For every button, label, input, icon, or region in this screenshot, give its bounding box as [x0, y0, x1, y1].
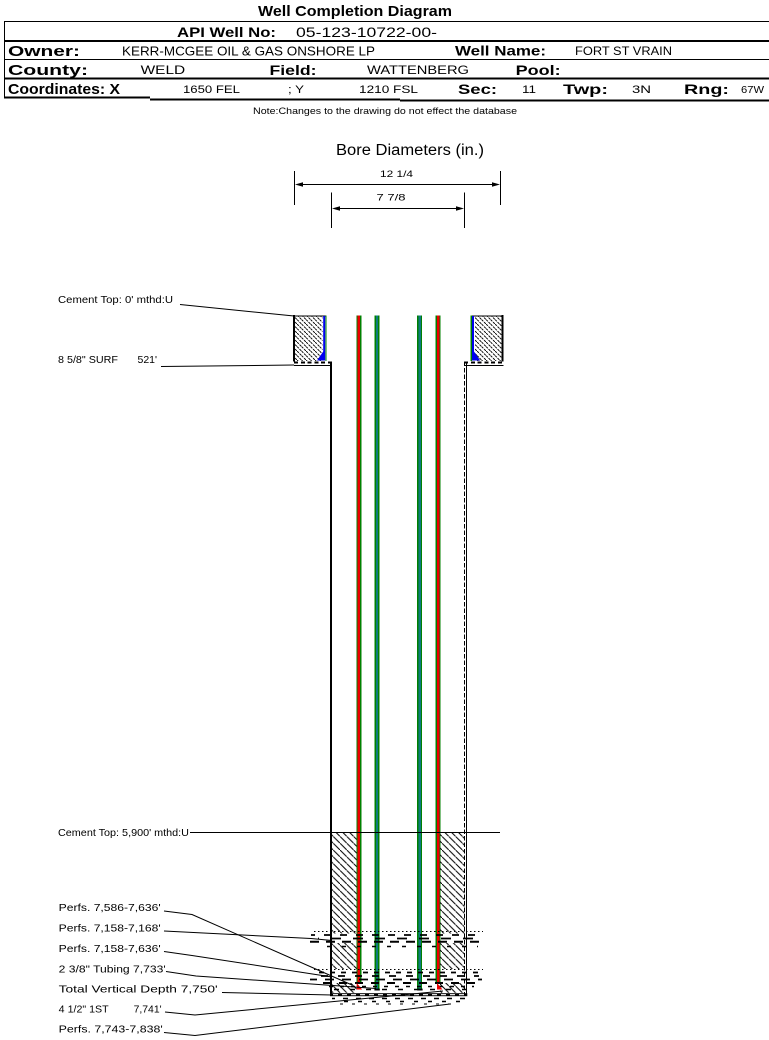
- svg-text:Field:: Field:: [270, 62, 317, 78]
- svg-text:Cement Top: 5,900' mthd:U: Cement Top: 5,900' mthd:U: [58, 828, 189, 839]
- svg-text:05-123-10722-00-: 05-123-10722-00-: [296, 25, 437, 40]
- svg-text:1650 FEL: 1650 FEL: [183, 84, 240, 96]
- svg-text:8 5/8" SURF: 8 5/8" SURF: [58, 355, 118, 366]
- svg-text:67W: 67W: [741, 85, 765, 96]
- svg-text:1210 FSL: 1210 FSL: [359, 84, 418, 96]
- svg-text:11: 11: [522, 84, 536, 96]
- svg-text:Sec:: Sec:: [458, 81, 497, 97]
- svg-text:521': 521': [138, 355, 158, 366]
- svg-text:12 1/4: 12 1/4: [380, 169, 413, 180]
- svg-text:Well Name:: Well Name:: [455, 43, 546, 59]
- svg-text:Coordinates: X: Coordinates: X: [8, 81, 120, 98]
- svg-text:Perfs. 7,158-7,636': Perfs. 7,158-7,636': [59, 944, 161, 955]
- svg-text:FORT ST VRAIN: FORT ST VRAIN: [575, 46, 672, 58]
- svg-text:Twp:: Twp:: [563, 81, 608, 97]
- svg-text:Rng:: Rng:: [684, 81, 729, 97]
- svg-text:7,741': 7,741': [134, 1005, 162, 1016]
- svg-text:Bore Diameters (in.): Bore Diameters (in.): [336, 142, 484, 159]
- svg-text:Perfs. 7,743-7,838': Perfs. 7,743-7,838': [59, 1025, 163, 1036]
- svg-text:Total Vertical Depth 7,750': Total Vertical Depth 7,750': [59, 985, 218, 996]
- svg-text:WATTENBERG: WATTENBERG: [367, 65, 469, 77]
- svg-text:Perfs. 7,586-7,636': Perfs. 7,586-7,636': [59, 903, 161, 914]
- svg-text:; Y: ; Y: [288, 84, 305, 96]
- svg-text:7 7/8: 7 7/8: [377, 193, 406, 204]
- svg-text:KERR-MCGEE OIL & GAS ONSHORE L: KERR-MCGEE OIL & GAS ONSHORE LP: [122, 45, 375, 59]
- svg-text:Perfs. 7,158-7,168': Perfs. 7,158-7,168': [59, 924, 161, 935]
- svg-text:4 1/2" 1ST: 4 1/2" 1ST: [59, 1005, 110, 1016]
- svg-text:Cement Top: 0' mthd:U: Cement Top: 0' mthd:U: [58, 295, 173, 306]
- svg-text:Well Completion Diagram: Well Completion Diagram: [258, 3, 452, 20]
- svg-text:Note:Changes to the drawing do: Note:Changes to the drawing do not effec…: [253, 106, 517, 117]
- svg-text:API Well No:: API Well No:: [177, 24, 276, 40]
- svg-text:Pool:: Pool:: [516, 62, 561, 78]
- svg-text:Owner:: Owner:: [8, 43, 80, 60]
- svg-text:2 3/8" Tubing 7,733': 2 3/8" Tubing 7,733': [59, 965, 166, 976]
- svg-text:County:: County:: [8, 62, 88, 79]
- svg-text:3N: 3N: [632, 84, 651, 96]
- svg-text:WELD: WELD: [141, 63, 186, 77]
